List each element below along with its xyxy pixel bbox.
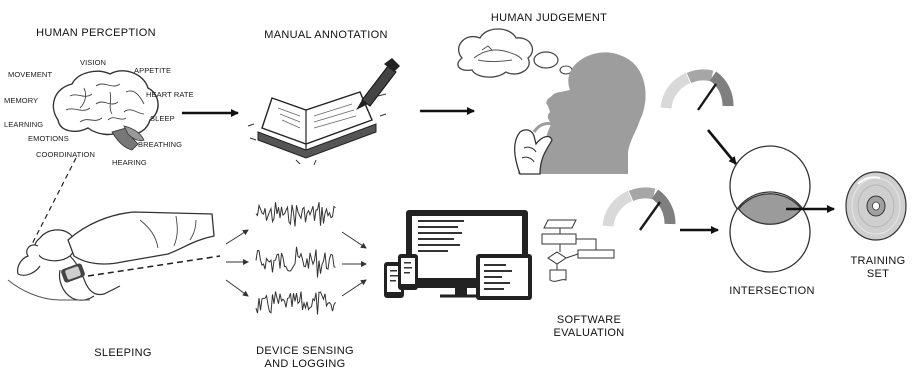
brain-word-sleep: SLEEP bbox=[150, 114, 175, 123]
brain-word-emotions: EMOTIONS bbox=[28, 134, 69, 143]
brain-word-heart-rate: HEART RATE bbox=[146, 90, 194, 99]
human-judgement-title: HUMAN JUDGEMENT bbox=[490, 12, 608, 24]
brain-icon bbox=[52, 70, 159, 151]
brain-word-movement: MOVEMENT bbox=[8, 70, 53, 79]
brain-word-coordination: COORDINATION bbox=[36, 150, 95, 159]
software-evaluation-line1: SOFTWARE bbox=[556, 314, 622, 326]
brain-word-breathing: BREATHING bbox=[138, 140, 183, 149]
device-sensing-line2: AND LOGGING bbox=[264, 358, 346, 370]
signal-waveform-icon bbox=[255, 202, 336, 315]
training-set-title: TRAINING SET bbox=[848, 255, 908, 281]
wrist-to-signal-dashed-line bbox=[87, 255, 221, 277]
devices-icon bbox=[384, 210, 532, 300]
arrow-judgement-to-intersection bbox=[706, 129, 738, 165]
training-set-line1: TRAINING bbox=[850, 255, 906, 267]
sleeping-title: SLEEPING bbox=[94, 347, 152, 359]
software-evaluation-title: SOFTWARE EVALUATION bbox=[546, 314, 632, 340]
brain-word-memory: MEMORY bbox=[4, 96, 39, 105]
brain-word-vision: VISION bbox=[80, 58, 107, 67]
venn-diagram-icon bbox=[729, 145, 811, 273]
device-sensing-title: DEVICE SENSING AND LOGGING bbox=[252, 345, 358, 371]
notebook-pen-icon bbox=[247, 58, 400, 166]
disc-icon bbox=[845, 171, 907, 241]
thinking-head-icon bbox=[514, 52, 646, 175]
thought-bubble-icon bbox=[457, 28, 573, 78]
brain-word-hearing: HEARING bbox=[112, 158, 147, 167]
device-sensing-line1: DEVICE SENSING bbox=[256, 345, 354, 357]
training-set-line2: SET bbox=[866, 268, 890, 280]
software-evaluation-gauge-icon bbox=[602, 187, 676, 231]
brain-word-learning: LEARNING bbox=[4, 120, 44, 129]
brain-word-appetite: APPETITE bbox=[134, 66, 172, 75]
software-evaluation-line2: EVALUATION bbox=[553, 327, 625, 339]
human-judgement-gauge-icon bbox=[660, 69, 734, 111]
manual-annotation-title: MANUAL ANNOTATION bbox=[264, 29, 388, 41]
sensor-arrows-out bbox=[341, 231, 367, 297]
flowchart-icon bbox=[541, 219, 615, 282]
human-perception-title: HUMAN PERCEPTION bbox=[36, 27, 156, 39]
sleeping-person-icon bbox=[7, 211, 215, 301]
sensor-arrows-in bbox=[225, 229, 249, 297]
intersection-title: INTERSECTION bbox=[729, 285, 815, 297]
